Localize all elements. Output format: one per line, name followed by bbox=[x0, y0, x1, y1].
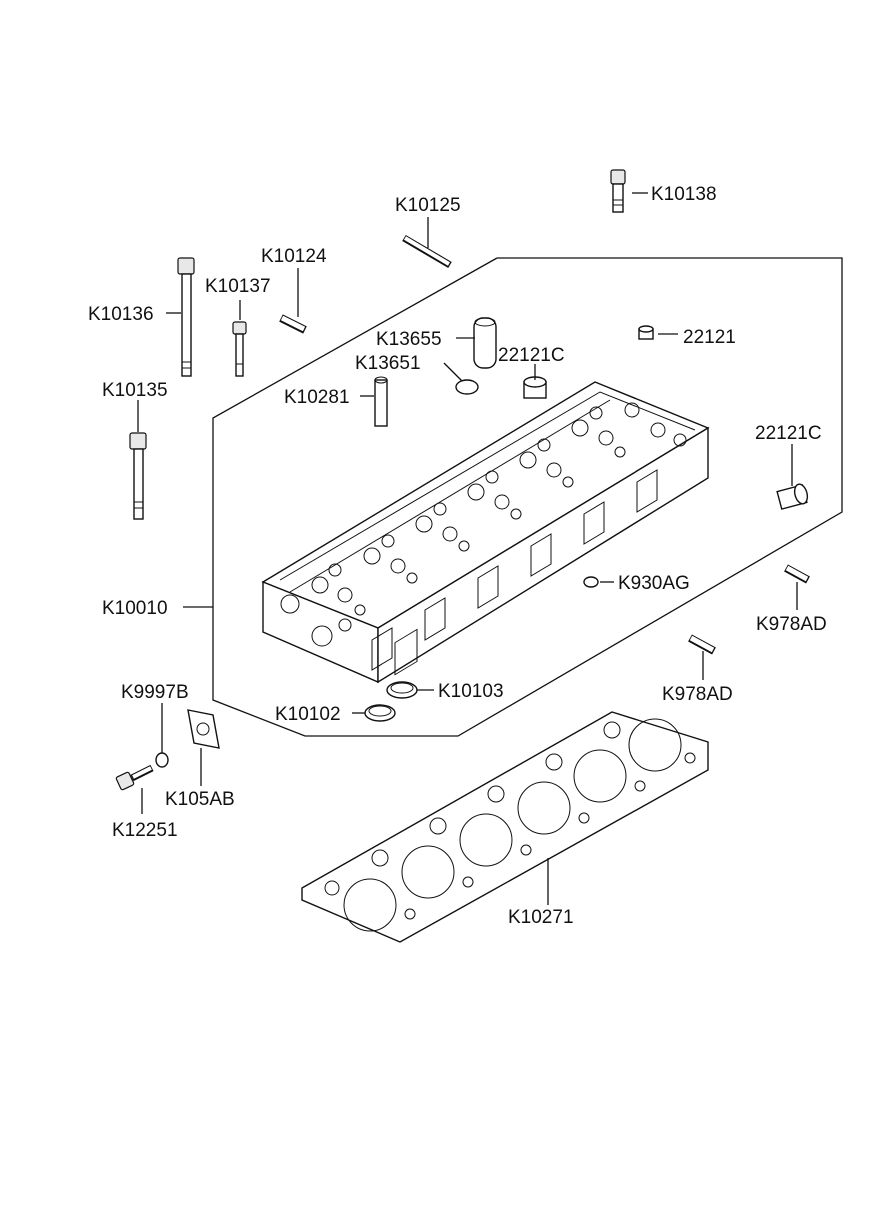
seal-22121c-part[interactable] bbox=[523, 376, 547, 399]
stud-k978ad-lower-part[interactable] bbox=[688, 634, 716, 655]
valve-guide-k10281-part[interactable] bbox=[374, 376, 388, 427]
label-k10125: K10125 bbox=[395, 195, 461, 216]
ring-k10103-part[interactable] bbox=[386, 681, 418, 699]
label-k9997b: K9997B bbox=[121, 682, 189, 703]
label-k13651: K13651 bbox=[355, 353, 421, 374]
label-k13655: K13655 bbox=[376, 329, 442, 350]
bolt-k10135-part[interactable] bbox=[129, 432, 147, 520]
label-k10271: K10271 bbox=[508, 907, 574, 928]
label-k10138: K10138 bbox=[651, 184, 717, 205]
label-k10102: K10102 bbox=[275, 704, 341, 725]
label-22121c-a: 22121C bbox=[498, 345, 565, 366]
ring-k10102-part[interactable] bbox=[364, 704, 396, 722]
seal-22121c-right-part[interactable] bbox=[776, 483, 809, 510]
label-k10137: K10137 bbox=[205, 276, 271, 297]
label-22121: 22121 bbox=[683, 327, 736, 348]
label-k105ab: K105AB bbox=[165, 789, 235, 810]
assembly-outline bbox=[212, 257, 843, 737]
label-k10010: K10010 bbox=[102, 598, 168, 619]
label-k978ad-b: K978AD bbox=[662, 684, 733, 705]
washer-k9997b-part[interactable] bbox=[155, 752, 169, 768]
plate-k105ab-part[interactable] bbox=[187, 709, 220, 749]
label-k10103: K10103 bbox=[438, 681, 504, 702]
stud-k10124-part[interactable] bbox=[279, 314, 307, 334]
bolt-k10136-part[interactable] bbox=[177, 257, 195, 377]
nut-k930ag-part[interactable] bbox=[583, 576, 599, 588]
label-k978ad-a: K978AD bbox=[756, 614, 827, 635]
bolt-k10138-part[interactable] bbox=[610, 169, 626, 213]
label-k12251: K12251 bbox=[112, 820, 178, 841]
label-k930ag: K930AG bbox=[618, 573, 690, 594]
plug-22121-part[interactable] bbox=[638, 325, 654, 340]
cylinder-head-part[interactable] bbox=[261, 381, 710, 684]
o-ring-k13651-part[interactable] bbox=[455, 379, 479, 395]
label-k10136: K10136 bbox=[88, 304, 154, 325]
bolt-k12251-part[interactable] bbox=[115, 764, 154, 791]
bolt-k10137-part[interactable] bbox=[232, 321, 247, 377]
label-k10281: K10281 bbox=[284, 387, 350, 408]
leader-lines bbox=[137, 192, 798, 905]
head-gasket-part[interactable] bbox=[301, 711, 709, 943]
stud-k978ad-right-part[interactable] bbox=[784, 564, 810, 584]
valve-guide-k13655-part[interactable] bbox=[473, 317, 497, 369]
label-k10135: K10135 bbox=[102, 380, 168, 401]
label-22121c-b: 22121C bbox=[755, 423, 822, 444]
label-k10124: K10124 bbox=[261, 246, 327, 267]
stud-k10125-part[interactable] bbox=[402, 234, 452, 269]
